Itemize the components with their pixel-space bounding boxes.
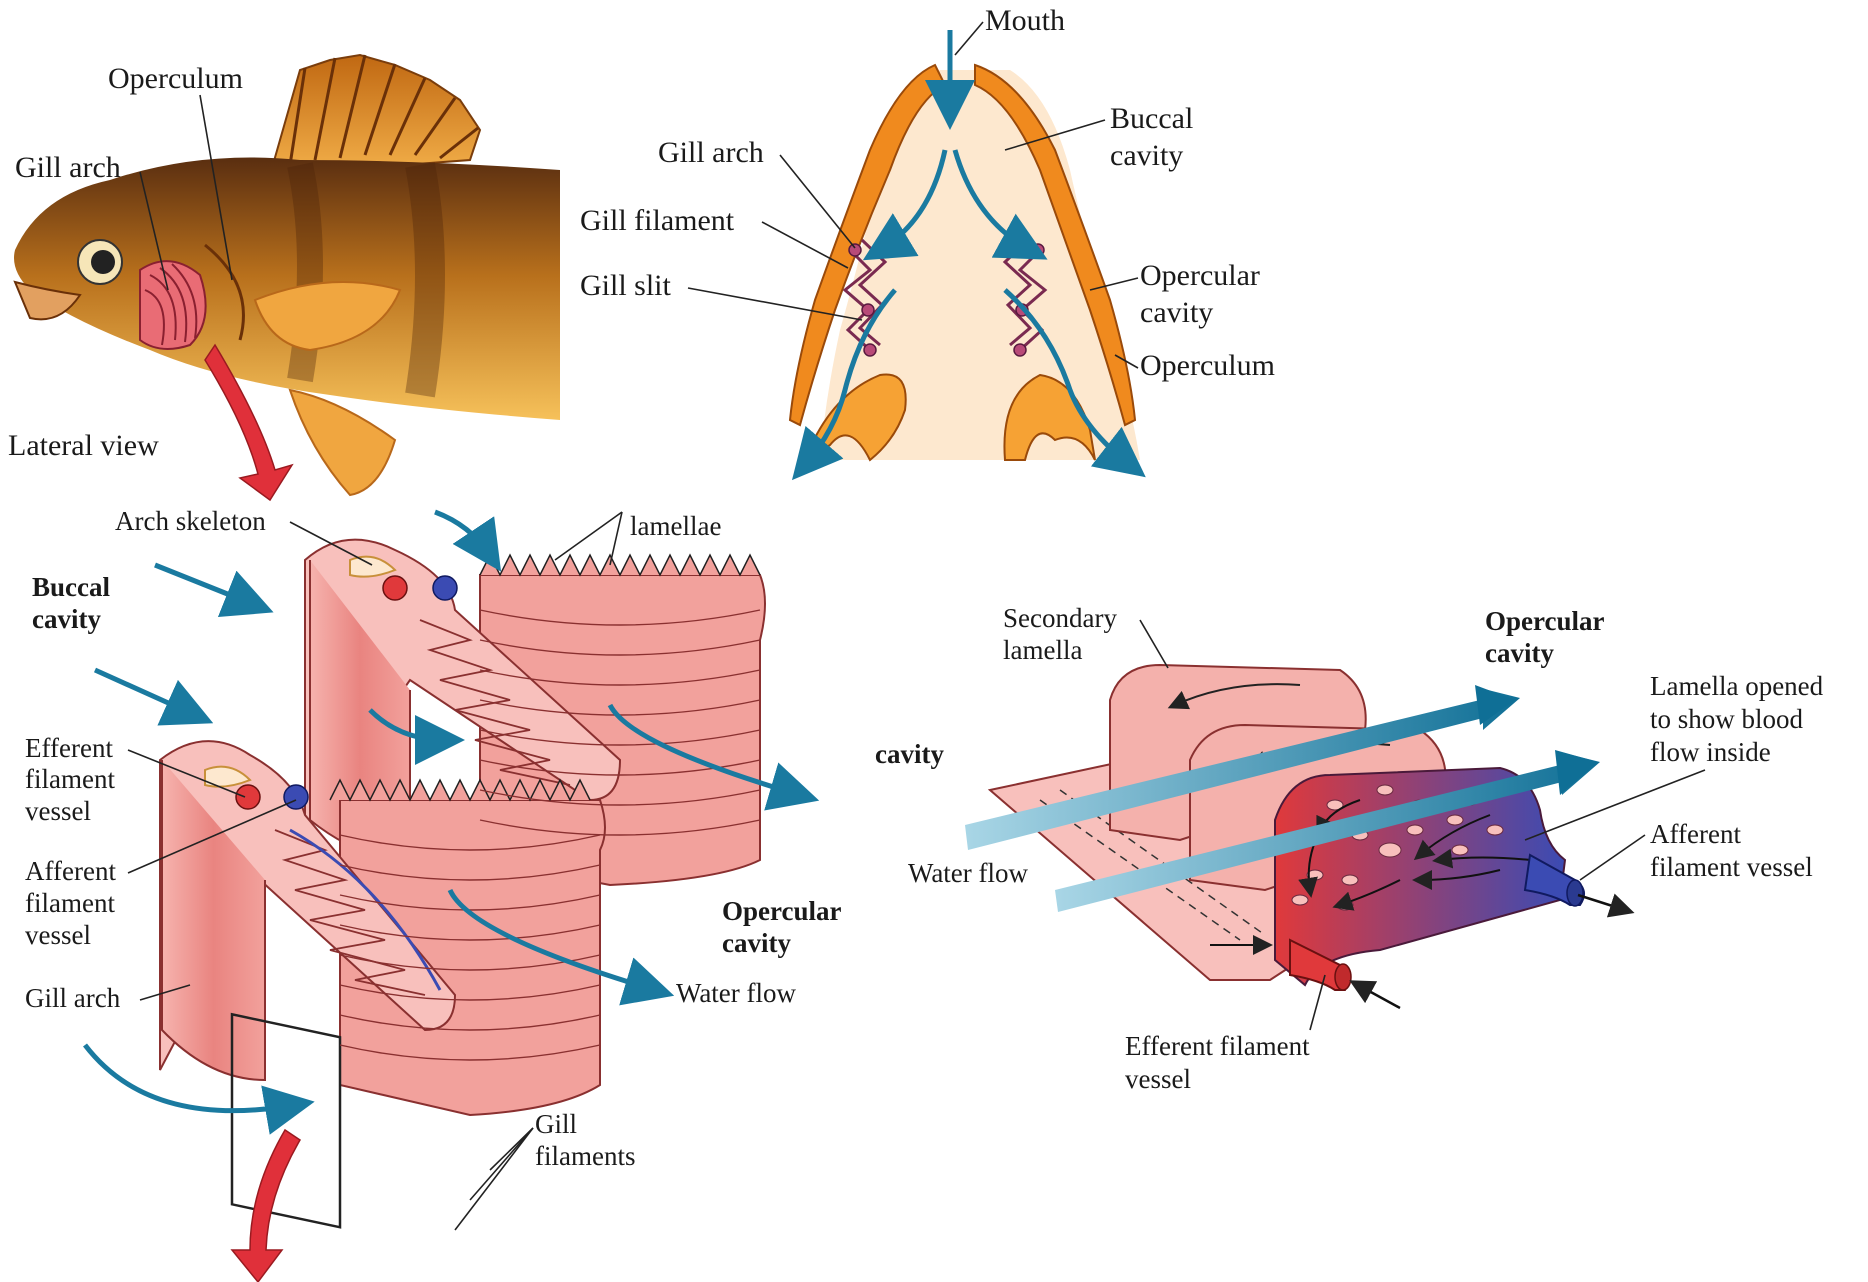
label-gill-arch-fish: Gill arch — [15, 151, 121, 184]
label-afferent-1: Afferent — [25, 856, 116, 886]
label-buccal-cavity-1: Buccal — [1110, 102, 1193, 135]
lower-efferent-vessel — [236, 785, 260, 809]
upper-lamellae-teeth — [480, 555, 760, 575]
label-afferent-3: vessel — [25, 920, 91, 950]
label-buccal-cavity-2: cavity — [1110, 139, 1183, 172]
lower-afferent-vessel — [284, 785, 308, 809]
label-lateral-view: Lateral view — [8, 429, 159, 462]
label-efferent-2: filament — [25, 764, 115, 794]
label-operculum-head: Operculum — [1140, 349, 1275, 382]
label-opercular-cavity-lam-1: Opercular — [1485, 606, 1604, 636]
label-water-flow-arch: Water flow — [676, 978, 797, 1008]
label-arch-skeleton: Arch skeleton — [115, 506, 266, 536]
label-operculum-fish: Operculum — [108, 62, 243, 95]
label-lamella-opened-3: flow inside — [1650, 737, 1771, 767]
label-afferent-lam-1: Afferent — [1650, 819, 1741, 849]
label-efferent-lam-1: Efferent filament — [1125, 1031, 1310, 1061]
label-water-flow-lam: Water flow — [908, 858, 1029, 888]
label-gill-arch-head: Gill arch — [658, 136, 764, 169]
label-opercular-cavity-arch-2: cavity — [722, 928, 791, 958]
label-gill-filaments-2: filaments — [535, 1141, 635, 1171]
label-gill-arch-arch: Gill arch — [25, 983, 121, 1013]
label-opercular-cavity-arch-1: Opercular — [722, 896, 841, 926]
upper-efferent-vessel — [383, 576, 407, 600]
label-lamella-opened-2: to show blood — [1650, 704, 1804, 734]
label-efferent-1: Efferent — [25, 733, 113, 763]
pelvic-fin — [290, 390, 395, 495]
upper-afferent-vessel — [433, 576, 457, 600]
label-gill-filament: Gill filament — [580, 204, 735, 237]
label-efferent-3: vessel — [25, 796, 91, 826]
dorsal-fin — [270, 55, 480, 175]
head-section-illustration — [790, 30, 1140, 465]
label-efferent-lam-2: vessel — [1125, 1064, 1191, 1094]
gill-arches-illustration — [85, 512, 800, 1282]
label-opercular-cavity-1: Opercular — [1140, 259, 1260, 292]
label-afferent-lam-2: filament vessel — [1650, 852, 1813, 882]
label-secondary-lamella-1: Secondary — [1003, 603, 1117, 633]
label-lamella-opened-1: Lamella opened — [1650, 671, 1824, 701]
label-gill-filaments-1: Gill — [535, 1109, 577, 1139]
label-opercular-cavity-lam-2: cavity — [1485, 638, 1554, 668]
label-opercular-cavity-2: cavity — [1140, 296, 1213, 329]
label-cavity-left: cavity — [875, 739, 944, 769]
label-lamellae: lamellae — [630, 511, 721, 541]
exposed-gill-arch — [140, 261, 206, 349]
label-gill-slit: Gill slit — [580, 269, 672, 302]
label-afferent-2: filament — [25, 888, 115, 918]
lamella-detail-illustration — [965, 665, 1625, 1008]
label-secondary-lamella-2: lamella — [1003, 635, 1082, 665]
label-buccal-cavity-arch-1: Buccal — [32, 572, 110, 602]
label-buccal-cavity-arch-2: cavity — [32, 604, 101, 634]
label-mouth: Mouth — [985, 4, 1065, 37]
